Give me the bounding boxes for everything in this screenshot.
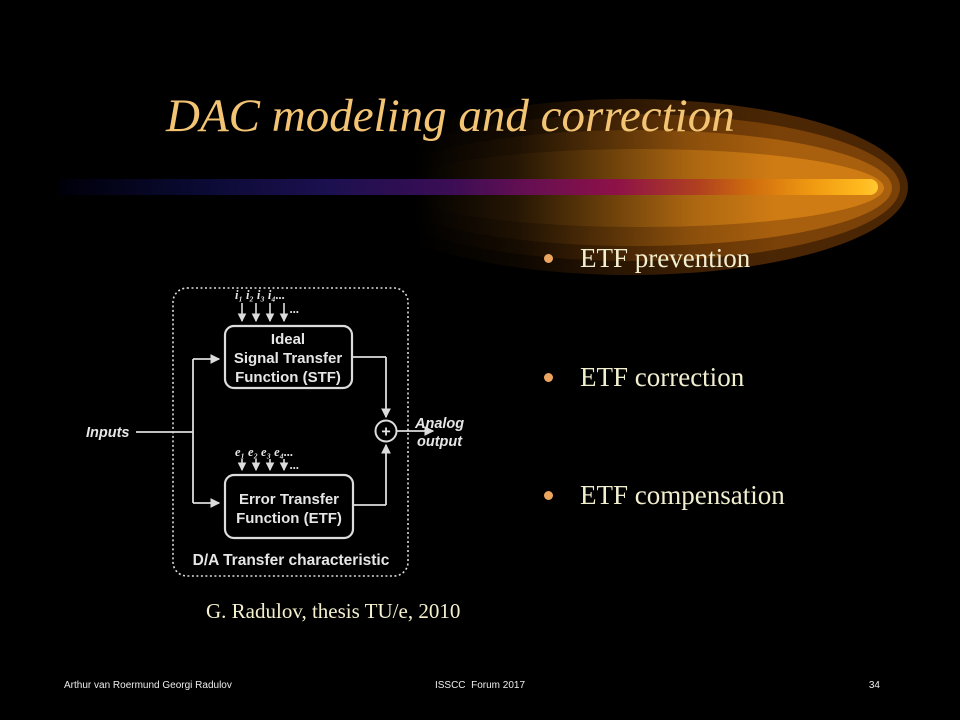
etf-box-line2: Function (ETF) — [236, 510, 342, 527]
list-item: ETF compensation — [544, 480, 785, 511]
etf-inputs-more-dots: ... — [290, 458, 299, 472]
etf-box — [223, 473, 355, 540]
swoosh-gradient-bar — [60, 179, 878, 195]
bullet-icon — [544, 373, 553, 382]
footer-event: ISSCC Forum 2017 — [434, 680, 526, 691]
citation-text: G. Radulov, thesis TU/e, 2010 — [206, 599, 461, 623]
analog-output-label-line1: Analog — [414, 416, 464, 432]
stf-inputs-more-dots: ... — [290, 302, 299, 316]
dac-block-diagram: Inputs i₁ i₂ i₃ i₄... ... Ideal Signal T… — [86, 287, 464, 577]
page-number: 34 — [868, 680, 880, 691]
page-title: DAC modeling and correction — [166, 90, 735, 142]
summing-node — [374, 419, 398, 443]
bullet-icon — [544, 491, 553, 500]
footer-authors: Arthur van Roermund Georgi Radulov — [64, 680, 232, 691]
input-lines — [136, 354, 221, 508]
diagram-caption: D/A Transfer characteristic — [193, 552, 390, 569]
summing-node-plus: + — [381, 424, 390, 441]
bullet-label: ETF compensation — [580, 480, 785, 510]
list-item: ETF prevention — [544, 243, 750, 274]
output-lines — [352, 356, 435, 506]
stf-input-arrows — [237, 303, 289, 323]
bullet-label: ETF prevention — [580, 243, 751, 273]
etf-input-arrows — [237, 459, 289, 472]
bullet-icon — [544, 254, 553, 263]
list-item: ETF correction — [544, 362, 744, 393]
etf-box-line1: Error Transfer — [239, 491, 339, 508]
stf-box-line2: Signal Transfer — [234, 350, 343, 367]
stf-box-line1: Ideal — [271, 331, 305, 348]
analog-output-label-line2: output — [417, 434, 463, 450]
inputs-label: Inputs — [86, 425, 130, 441]
etf-inputs-label: e₁ e₂ e₃ e₄... — [235, 445, 293, 459]
stf-box-line3: Function (STF) — [235, 369, 341, 386]
bullet-label: ETF correction — [580, 362, 745, 392]
stf-inputs-label: i₁ i₂ i₃ i₄... — [235, 288, 285, 302]
